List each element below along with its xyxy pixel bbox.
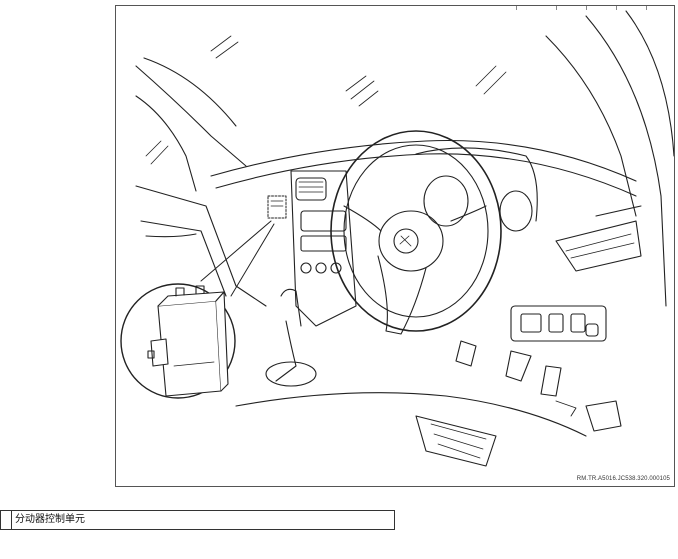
legend-label: 分动器控制单元 [15,514,85,525]
legend-number-cell [1,511,12,529]
corner-tick [516,6,517,10]
corner-tick [586,6,587,10]
corner-tick [556,6,557,10]
corner-tick [646,6,647,10]
figure-frame: RM.TR.A5016.JC538.320.000105 [115,5,675,487]
legend-row: 分动器控制单元 [0,510,395,530]
figure-reference-code: RM.TR.A5016.JC538.320.000105 [576,476,670,482]
dashboard-illustration [120,10,674,467]
corner-tick [616,6,617,10]
